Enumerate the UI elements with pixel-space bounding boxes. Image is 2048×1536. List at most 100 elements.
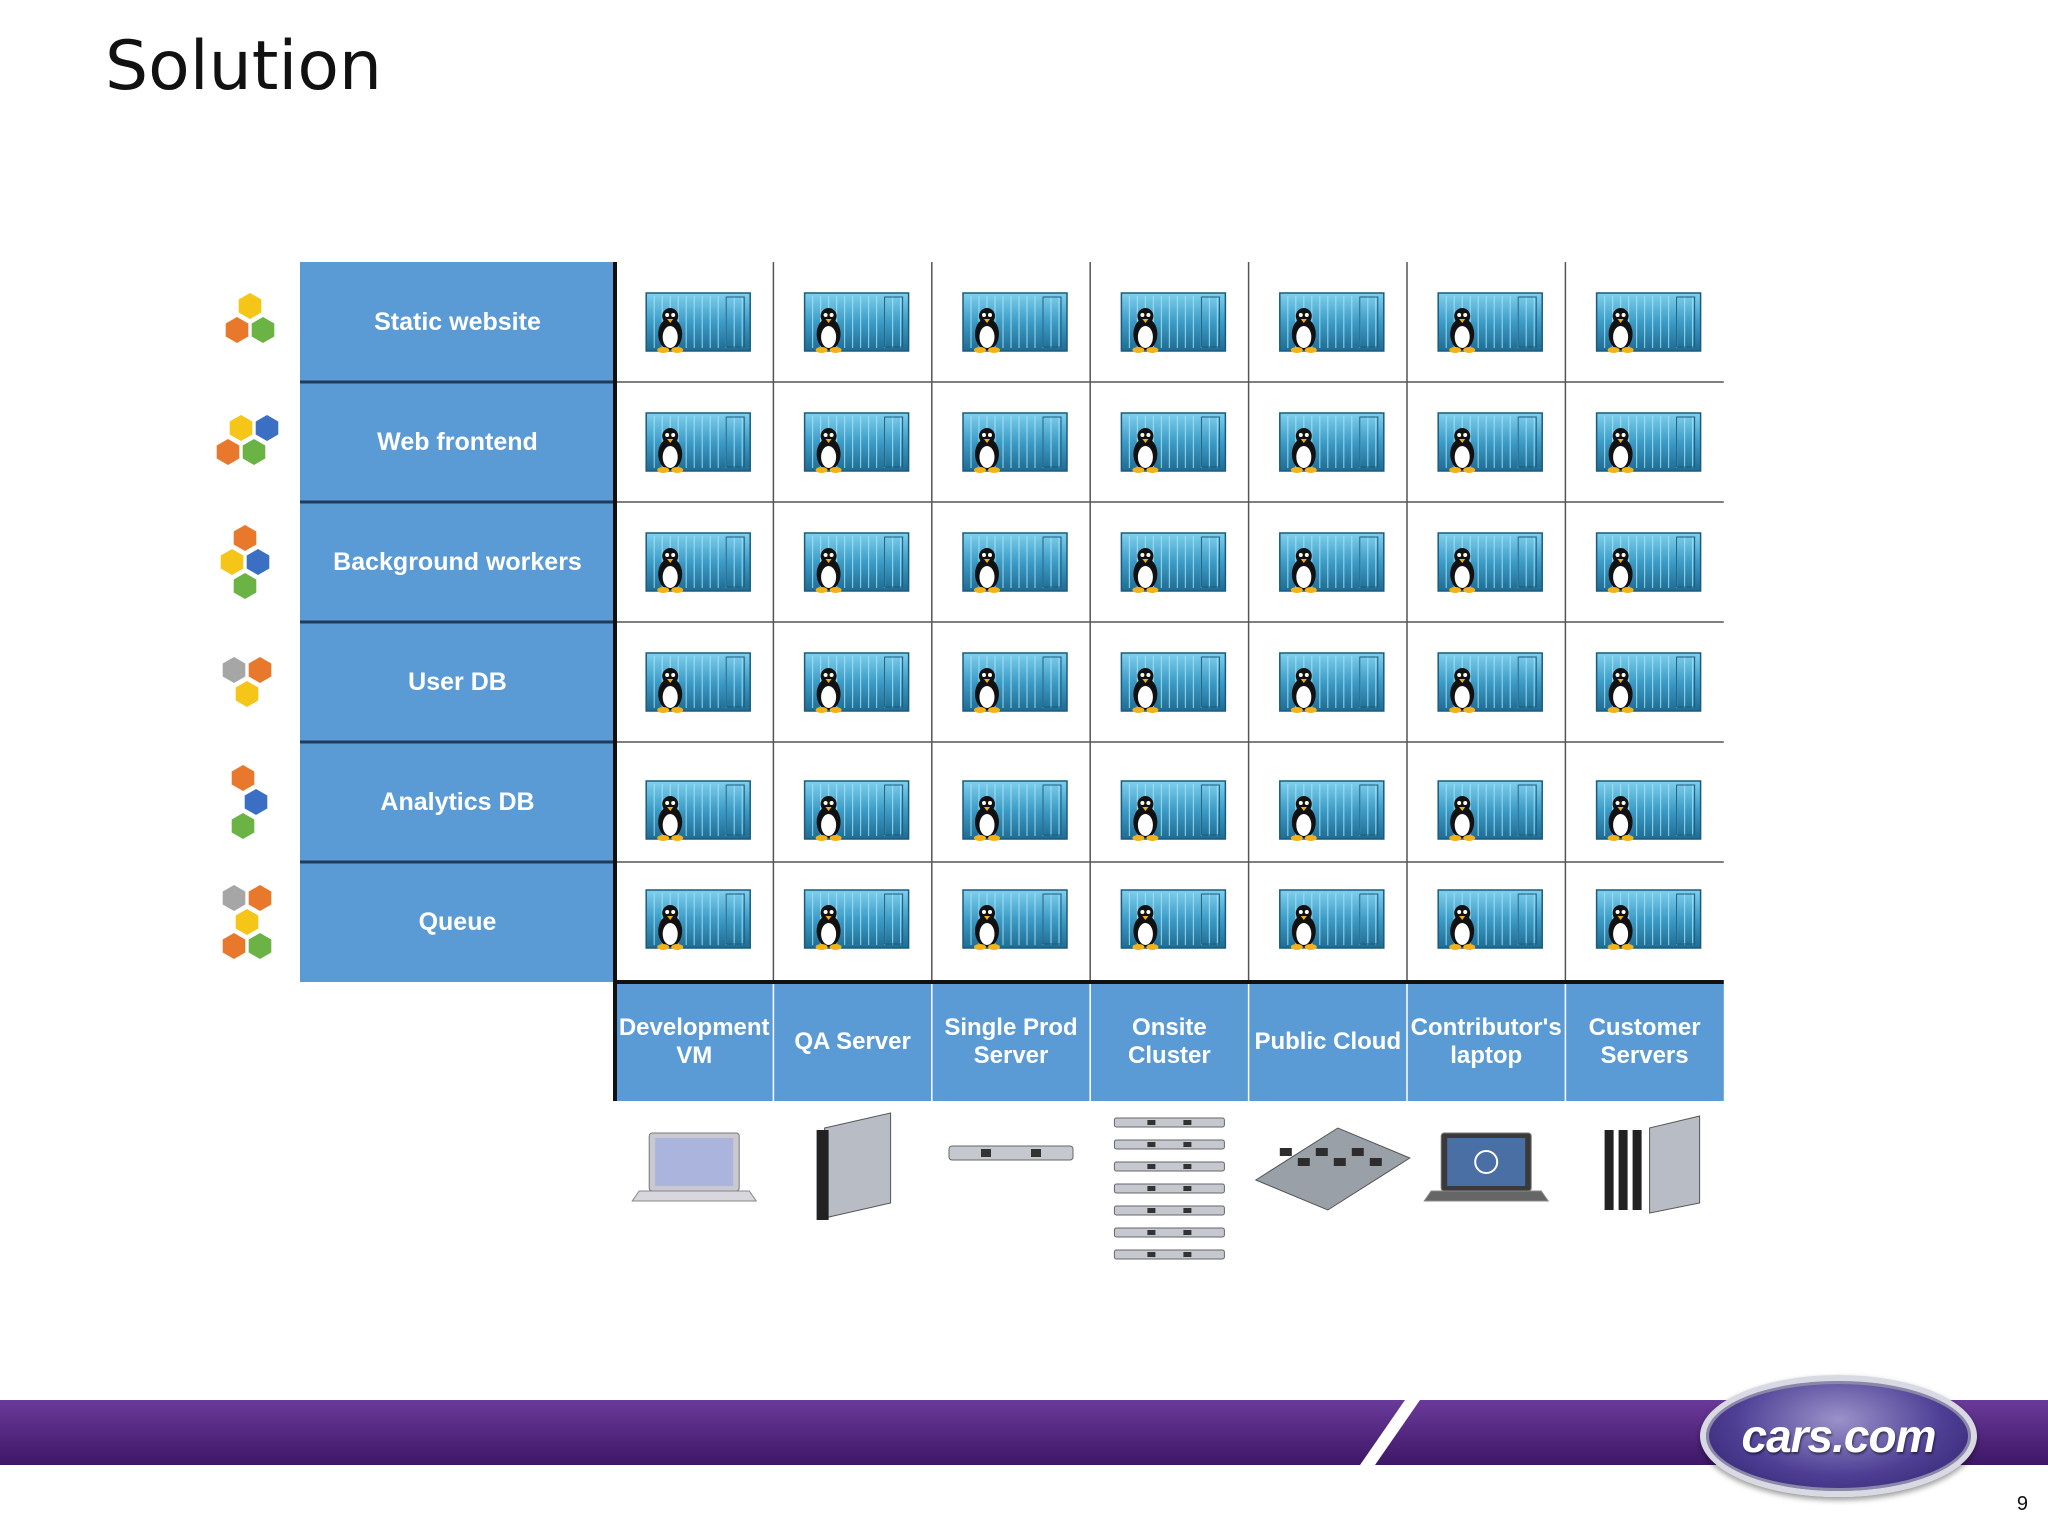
hexagon-icon [244,789,268,815]
row-label-cell [300,262,615,382]
footer-band-left [0,1400,1405,1465]
linux-container-icon [962,652,1068,713]
hexagon-icon [225,317,249,343]
column-label: Public Cloud [1254,1027,1402,1055]
column-label-cell [773,982,932,1101]
linux-container-icon [1437,292,1543,353]
linux-container-icon [803,780,910,841]
hexagon-cluster-icon [222,885,272,959]
row-label: Analytics DB [380,787,535,816]
row-label-cell [300,382,615,502]
row-label: User DB [408,667,507,696]
linux-container-icon [1595,292,1702,353]
linux-container-icon [645,652,751,713]
hexagon-icon [222,933,246,959]
row-label-cell [300,862,615,982]
linux-container-icon [645,780,751,841]
hexagon-cluster-icon [231,765,268,839]
cars-com-logo: cars.com [1700,1375,1977,1497]
hexagon-icon [220,549,244,575]
hexagon-cluster-icon [225,293,275,343]
linux-container-icon [803,292,910,353]
hexagon-cluster-icon [216,415,279,465]
linux-container-icon [962,412,1068,473]
hexagon-icon [222,885,246,911]
hexagon-icon [222,657,246,683]
linux-container-icon [1120,532,1227,593]
linux-container-icon [1437,412,1543,473]
linux-container-icon [1595,780,1702,841]
hexagon-icon [238,293,262,319]
linux-container-icon [1437,652,1543,713]
hexagon-icon [216,439,240,465]
linux-container-icon [1437,532,1543,593]
linux-container-icon [1120,412,1227,473]
linux-container-icon [1279,780,1385,841]
column-label: QA Server [794,1027,911,1055]
linux-container-icon [1120,889,1227,950]
column-label-cell [1407,982,1566,1101]
hexagon-icon [235,681,259,707]
linux-container-icon [1279,292,1385,353]
row-label-cell [300,502,615,622]
linux-container-icon [1595,889,1702,950]
linux-container-icon [645,532,751,593]
linux-container-icon [645,889,751,950]
hexagon-icon [246,549,270,575]
laptop-icon [631,1132,758,1202]
column-label-cell [1248,982,1407,1101]
linux-container-icon [803,652,910,713]
column-label-cell [615,982,774,1101]
row-label: Web frontend [377,427,538,456]
column-label-cell [1565,982,1724,1101]
linux-container-icon [1120,652,1227,713]
hexagon-icon [229,415,253,441]
hexagon-cluster-icon [222,657,272,707]
linux-container-icon [645,292,751,353]
linux-container-icon [645,412,751,473]
hexagon-icon [233,525,257,551]
page-number: 9 [2016,1493,2028,1515]
hexagon-icon [233,573,257,599]
rack-server-icon [948,1145,1074,1161]
linux-container-icon [1120,780,1227,841]
linux-container-icon [803,889,910,950]
linux-container-icon [1437,780,1543,841]
motherboard-icon [1254,1127,1411,1211]
linux-container-icon [1279,889,1385,950]
row-label-cell [300,622,615,742]
linux-container-icon [962,780,1068,841]
linux-container-icon [962,532,1068,593]
column-label-cell [1090,982,1249,1101]
hexagon-icon [255,415,279,441]
hexagon-cluster-icon [220,525,270,599]
row-label: Queue [418,907,497,936]
row-label-cell [300,742,615,862]
blade-servers-icon [1604,1115,1701,1214]
hexagon-icon [248,933,272,959]
row-label: Static website [374,307,541,336]
linux-container-icon [1279,412,1385,473]
matrix-grid [216,262,1724,1260]
linux-container-icon [803,412,910,473]
hexagon-icon [248,657,272,683]
blade-server-icon [816,1112,892,1220]
linux-container-icon [962,889,1068,950]
linux-container-icon [962,292,1068,353]
slide-title: Solution [105,27,383,106]
linux-container-icon [1595,412,1702,473]
linux-container-icon [1120,292,1227,353]
hexagon-icon [231,765,255,791]
linux-container-icon [1595,532,1702,593]
hexagon-icon [231,813,255,839]
linux-container-icon [1437,889,1543,950]
dell-laptop-icon [1423,1132,1550,1202]
server-stack-icon [1113,1117,1225,1260]
hexagon-icon [235,909,259,935]
